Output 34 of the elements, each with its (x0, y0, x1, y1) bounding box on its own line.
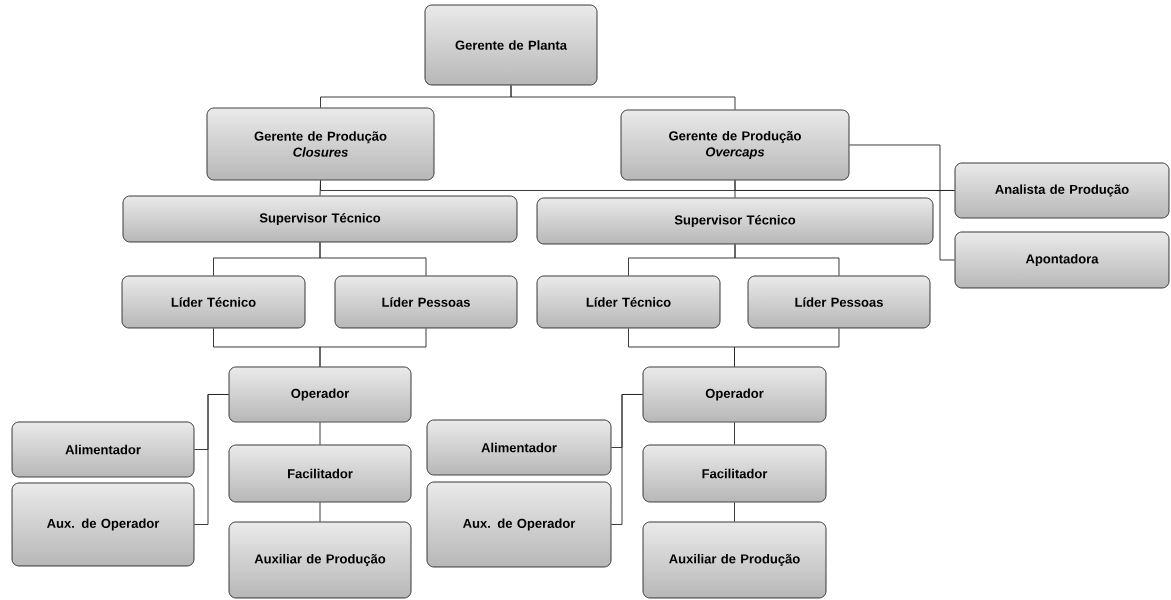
connector-line (194, 394, 229, 525)
org-box: Analista de Produção (954, 162, 1170, 219)
connector-line (734, 422, 735, 445)
org-box: Alimentador (426, 419, 612, 476)
connector-line (734, 502, 735, 522)
org-box: Facilitador (228, 444, 412, 503)
org-box: Auxiliar de Produção (228, 521, 412, 599)
org-box: Aux. de Operador (426, 481, 612, 568)
connector-line (734, 180, 955, 191)
org-box: Auxiliar de Produção (642, 521, 827, 599)
connector-line (319, 502, 321, 522)
connector-line (734, 244, 840, 276)
org-box: Facilitador (642, 444, 827, 503)
org-box: Líder Técnico (121, 275, 306, 329)
org-box: Operador (228, 366, 412, 423)
org-box: Supervisor Técnico (536, 197, 934, 245)
org-box: Alimentador (11, 421, 195, 478)
org-box: Líder Pessoas (334, 275, 518, 329)
connector-line (319, 242, 427, 276)
connector-line (319, 328, 427, 367)
connector-line (510, 85, 736, 110)
connector-line (734, 328, 840, 367)
org-box: Gerente de Produção Closures (206, 107, 435, 181)
org-box: Supervisor Técnico (122, 195, 518, 243)
org-box: Líder Pessoas (747, 275, 931, 329)
org-box: Aux. de Operador (11, 482, 195, 567)
connector-line (319, 422, 321, 445)
org-box: Apontadora (954, 231, 1170, 289)
org-box: Gerente de Produção Overcaps (620, 109, 850, 181)
org-box: Líder Técnico (536, 275, 721, 329)
connector-line (849, 144, 955, 261)
connector-line (611, 394, 643, 525)
org-box: Operador (642, 366, 827, 423)
org-box: Gerente de Planta (424, 4, 598, 86)
